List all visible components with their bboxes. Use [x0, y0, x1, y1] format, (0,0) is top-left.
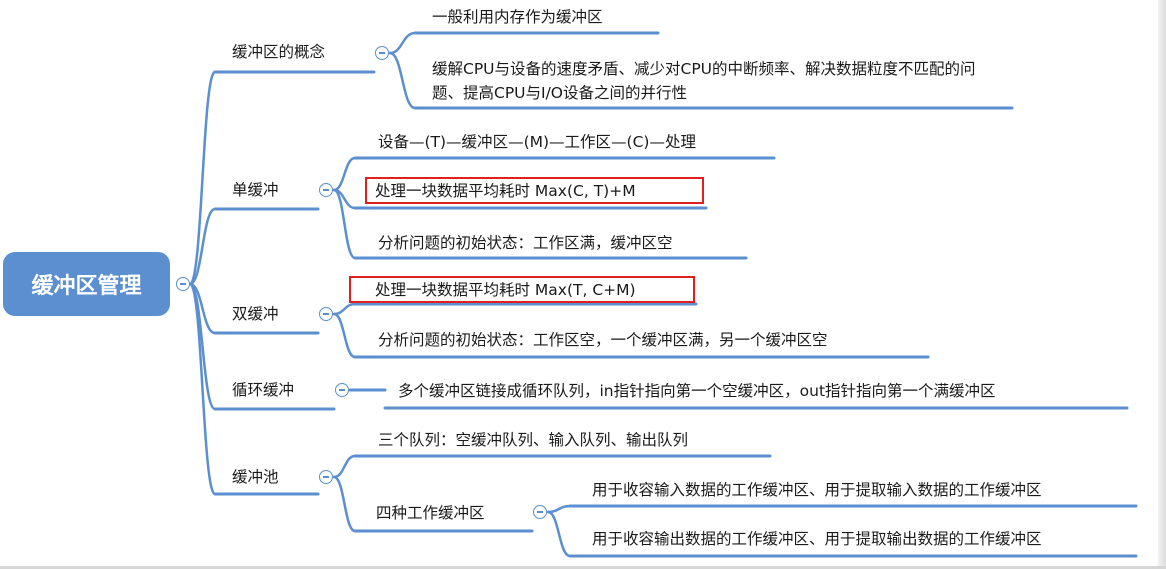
collapse-icon[interactable] [335, 383, 349, 397]
collapse-icon[interactable] [319, 307, 333, 321]
connector-line [332, 454, 357, 479]
leaf-node[interactable]: 处理一块数据平均耗时 Max(C, T)+M [375, 182, 636, 200]
highlight-box [349, 276, 695, 303]
collapse-icon[interactable] [375, 46, 389, 60]
connector-line [546, 504, 572, 514]
branch-label-concept[interactable]: 缓冲区的概念 [232, 43, 326, 61]
root-node[interactable]: 缓冲区管理 [3, 252, 170, 316]
branch-label-pool[interactable]: 缓冲池 [232, 468, 279, 486]
collapse-icon[interactable] [176, 277, 190, 291]
connector-line [188, 70, 217, 286]
leaf-node[interactable]: 用于收容输出数据的工作缓冲区、用于提取输出数据的工作缓冲区 [592, 530, 1042, 548]
branch-label-circular[interactable]: 循环缓冲 [232, 381, 295, 399]
highlight-box [365, 177, 704, 204]
window-edge [1158, 0, 1166, 569]
connector-line [188, 207, 217, 286]
connector-line [388, 51, 417, 110]
collapse-icon[interactable] [319, 183, 333, 197]
collapse-icon[interactable] [319, 470, 333, 484]
connector-line [188, 282, 217, 496]
window-bottom-edge [0, 566, 1166, 569]
connector-line [332, 312, 357, 359]
leaf-node[interactable]: 用于收容输入数据的工作缓冲区、用于提取输入数据的工作缓冲区 [592, 481, 1042, 499]
connector-line [546, 510, 572, 558]
branch-label-double[interactable]: 双缓冲 [232, 305, 279, 323]
leaf-node[interactable]: 缓解CPU与设备的速度矛盾、减少对CPU的中断频率、解决数据粒度不匹配的问题、提… [432, 60, 976, 102]
connector-line [332, 156, 357, 192]
root-label: 缓冲区管理 [31, 274, 142, 299]
collapse-icon[interactable] [533, 505, 547, 519]
leaf-node[interactable]: 分析问题的初始状态：工作区满，缓冲区空 [378, 234, 673, 252]
leaf-node[interactable]: 三个队列：空缓冲队列、输入队列、输出队列 [378, 431, 689, 449]
leaf-node[interactable]: 分析问题的初始状态：工作区空，一个缓冲区满，另一个缓冲区空 [378, 331, 828, 349]
leaf-node[interactable]: 处理一块数据平均耗时 Max(T, C+M) [375, 281, 636, 299]
branch-label-single[interactable]: 单缓冲 [232, 181, 279, 199]
leaf-node[interactable]: 一般利用内存作为缓冲区 [432, 8, 603, 26]
connector-line [332, 302, 357, 316]
leaf-node[interactable]: 多个缓冲区链接成循环队列，in指针指向第一个空缓冲区，out指针指向第一个满缓冲… [398, 382, 996, 400]
connector-line [388, 31, 417, 55]
subbranch-label[interactable]: 四种工作缓冲区 [376, 504, 485, 522]
connector-line [332, 475, 357, 533]
leaf-node[interactable]: 设备—(T)—缓冲区—(M)—工作区—(C)—处理 [378, 133, 696, 151]
connector-line [332, 188, 357, 260]
